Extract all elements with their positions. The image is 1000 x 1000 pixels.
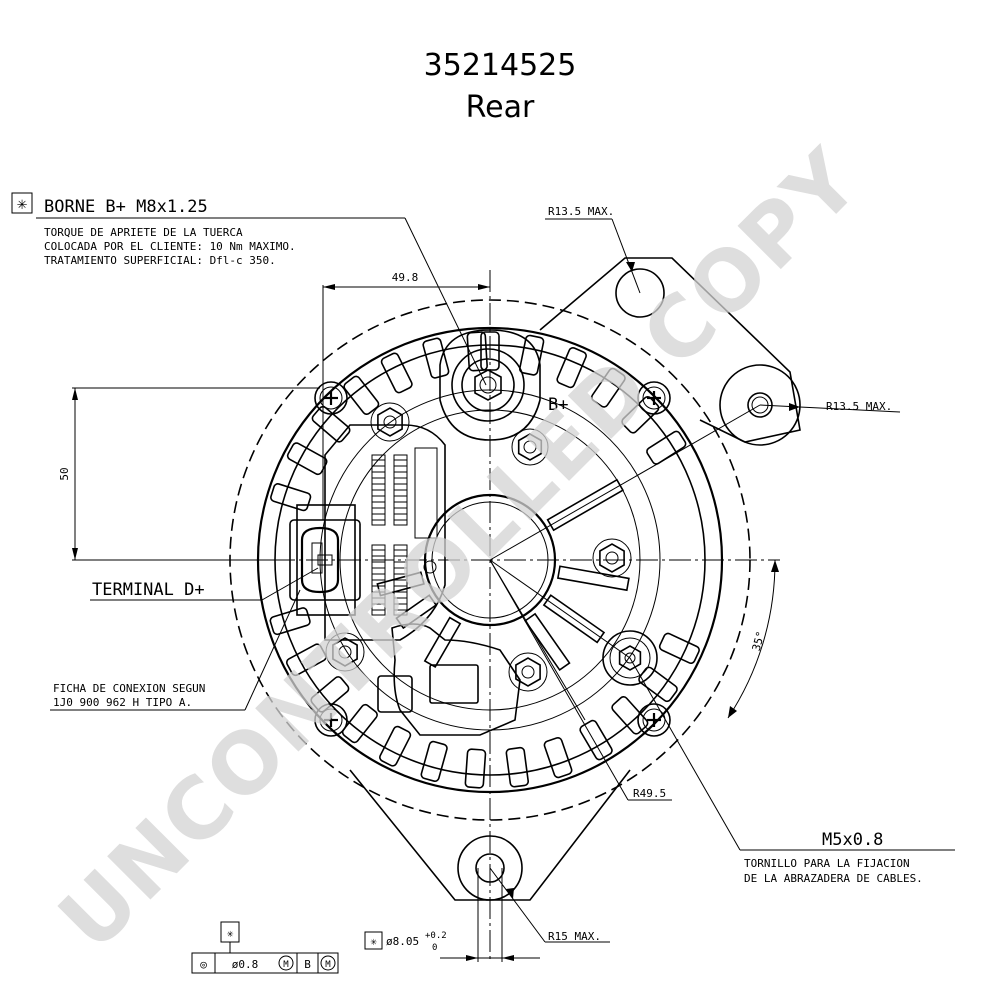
vent-slot: [579, 719, 613, 761]
dim-49-8-value: 49.8: [392, 271, 419, 284]
borne-label: BORNE B+ M8x1.25: [44, 197, 208, 217]
rib: [559, 572, 628, 584]
ficha-line-2: 1J0 900 962 H TIPO A.: [53, 696, 192, 709]
dim-r49-5-value: R49.5: [633, 787, 666, 800]
drawing-title: 35214525: [424, 48, 577, 83]
vent-slot: [286, 442, 328, 476]
vent-slot: [270, 483, 312, 512]
hex-nut: [370, 402, 410, 442]
callout-terminal-d-plus: TERMINAL D+: [90, 567, 319, 601]
vent-slot: [556, 347, 587, 389]
torque-line-3: TRATAMIENTO SUPERFICIAL: Dfl-c 350.: [44, 254, 276, 267]
vent-slot: [380, 352, 413, 394]
vent-slot: [343, 375, 380, 416]
b-plus-terminal-stud: [439, 329, 541, 441]
rib-outline: [376, 571, 425, 597]
fin-block: [393, 544, 408, 616]
b-plus-marking: B+: [548, 395, 568, 415]
tolerance-modifier-1: M: [283, 960, 289, 970]
dimension-r13-5-top: R13.5 MAX.: [545, 205, 641, 294]
hole-diameter-value: ø8.05: [386, 935, 419, 948]
fin-block: [393, 454, 408, 526]
vent-slot: [638, 666, 678, 703]
rib-outline: [524, 612, 571, 672]
hex-nut: [592, 538, 632, 578]
dim-r13-5-right-value: R13.5 MAX.: [826, 400, 892, 413]
rib-outline: [542, 594, 606, 644]
mounting-bolts: [314, 381, 671, 737]
tolerance-datum: B: [304, 958, 311, 971]
hex-nuts: [325, 402, 658, 692]
vent-slot: [590, 367, 626, 408]
hex-nut: [511, 428, 549, 466]
borne-symbol: ✳: [17, 194, 27, 214]
vent-slot: [310, 676, 350, 713]
dim-r13-5-top-value: R13.5 MAX.: [548, 205, 614, 218]
dimension-r49-5: R49.5: [489, 559, 672, 801]
vent-slot: [379, 725, 412, 767]
tornillo-line-1: TORNILLO PARA LA FIJACION: [744, 857, 910, 870]
tolerance-value: ø0.8: [232, 958, 259, 971]
vent-slot: [646, 430, 687, 465]
hex-nut: [325, 632, 365, 672]
fin-block: [371, 544, 386, 616]
vent-slot: [658, 632, 700, 664]
callout-ficha-conexion: FICHA DE CONEXION SEGUN 1J0 900 962 H TI…: [50, 589, 301, 711]
vent-slot: [505, 746, 529, 788]
hole-tol-upper: +0.2: [425, 931, 447, 941]
rib-outline: [556, 565, 630, 592]
vent-slot: [311, 405, 351, 443]
fin-block: [371, 454, 386, 526]
tolerance-frame: ✳ ◎ ø0.8 M B M: [191, 921, 339, 974]
hole-tol-lower: 0: [432, 943, 437, 953]
hex-nut: [508, 652, 548, 692]
upper-right-mounting-ear: [539, 257, 801, 446]
tolerance-star: ✳: [227, 927, 234, 940]
small-hole: [423, 560, 437, 574]
callout-borne-b-plus: ✳ BORNE B+ M8x1.25 TORQUE DE APRIETE DE …: [11, 192, 487, 386]
vent-slot: [422, 337, 450, 379]
terminal-d-connector: [289, 504, 361, 616]
phillips-bolt: [314, 381, 348, 415]
rib-outline: [546, 478, 624, 532]
dim-angle-35-value: 35°: [750, 630, 768, 653]
m5-cable-clamp-screw: [602, 630, 658, 686]
dim-50-value: 50: [58, 467, 71, 480]
dimension-angle-35: 35°: [727, 559, 779, 719]
regulator-body: [324, 424, 521, 736]
torque-line-2: COLOCADA POR EL CLIENTE: 10 Nm MAXIMO.: [44, 240, 296, 253]
drawing-view-label: Rear: [466, 90, 535, 125]
dim-r15-value: R15 MAX.: [548, 930, 601, 943]
vent-slot: [543, 737, 573, 779]
dimension-49-8: 49.8: [322, 271, 490, 520]
vent-slot: [611, 696, 649, 735]
ficha-line-1: FICHA DE CONEXION SEGUN: [53, 682, 205, 695]
tolerance-modifier-2: M: [325, 960, 331, 970]
hole-symbol: ✳: [370, 935, 377, 948]
tornillo-line-2: DE LA ABRAZADERA DE CABLES.: [744, 872, 923, 885]
dimension-r13-5-right: R13.5 MAX.: [759, 400, 901, 413]
dimension-r15: R15 MAX.: [489, 867, 610, 943]
vent-slot: [285, 643, 327, 677]
vent-slot: [518, 334, 545, 376]
vent-slot: [420, 740, 448, 782]
m5-label: M5x0.8: [822, 830, 883, 850]
phillips-bolt: [314, 703, 348, 737]
torque-line-1: TORQUE DE APRIETE DE LA TUERCA: [44, 226, 243, 239]
callout-m5-screw: M5x0.8 TORNILLO PARA LA FIJACION DE LA A…: [629, 657, 955, 885]
phillips-bolt: [637, 381, 671, 415]
terminal-d-label: TERMINAL D+: [92, 580, 205, 600]
tolerance-position-symbol: ◎: [200, 958, 207, 971]
heatsink-fins: [371, 454, 408, 616]
rib-outline: [423, 616, 462, 669]
dimension-hole-diameter: ✳ ø8.05 +0.2 0: [364, 868, 540, 962]
dimension-50: 50: [58, 387, 320, 561]
vent-slot: [341, 703, 378, 744]
vent-slot: [464, 748, 487, 789]
